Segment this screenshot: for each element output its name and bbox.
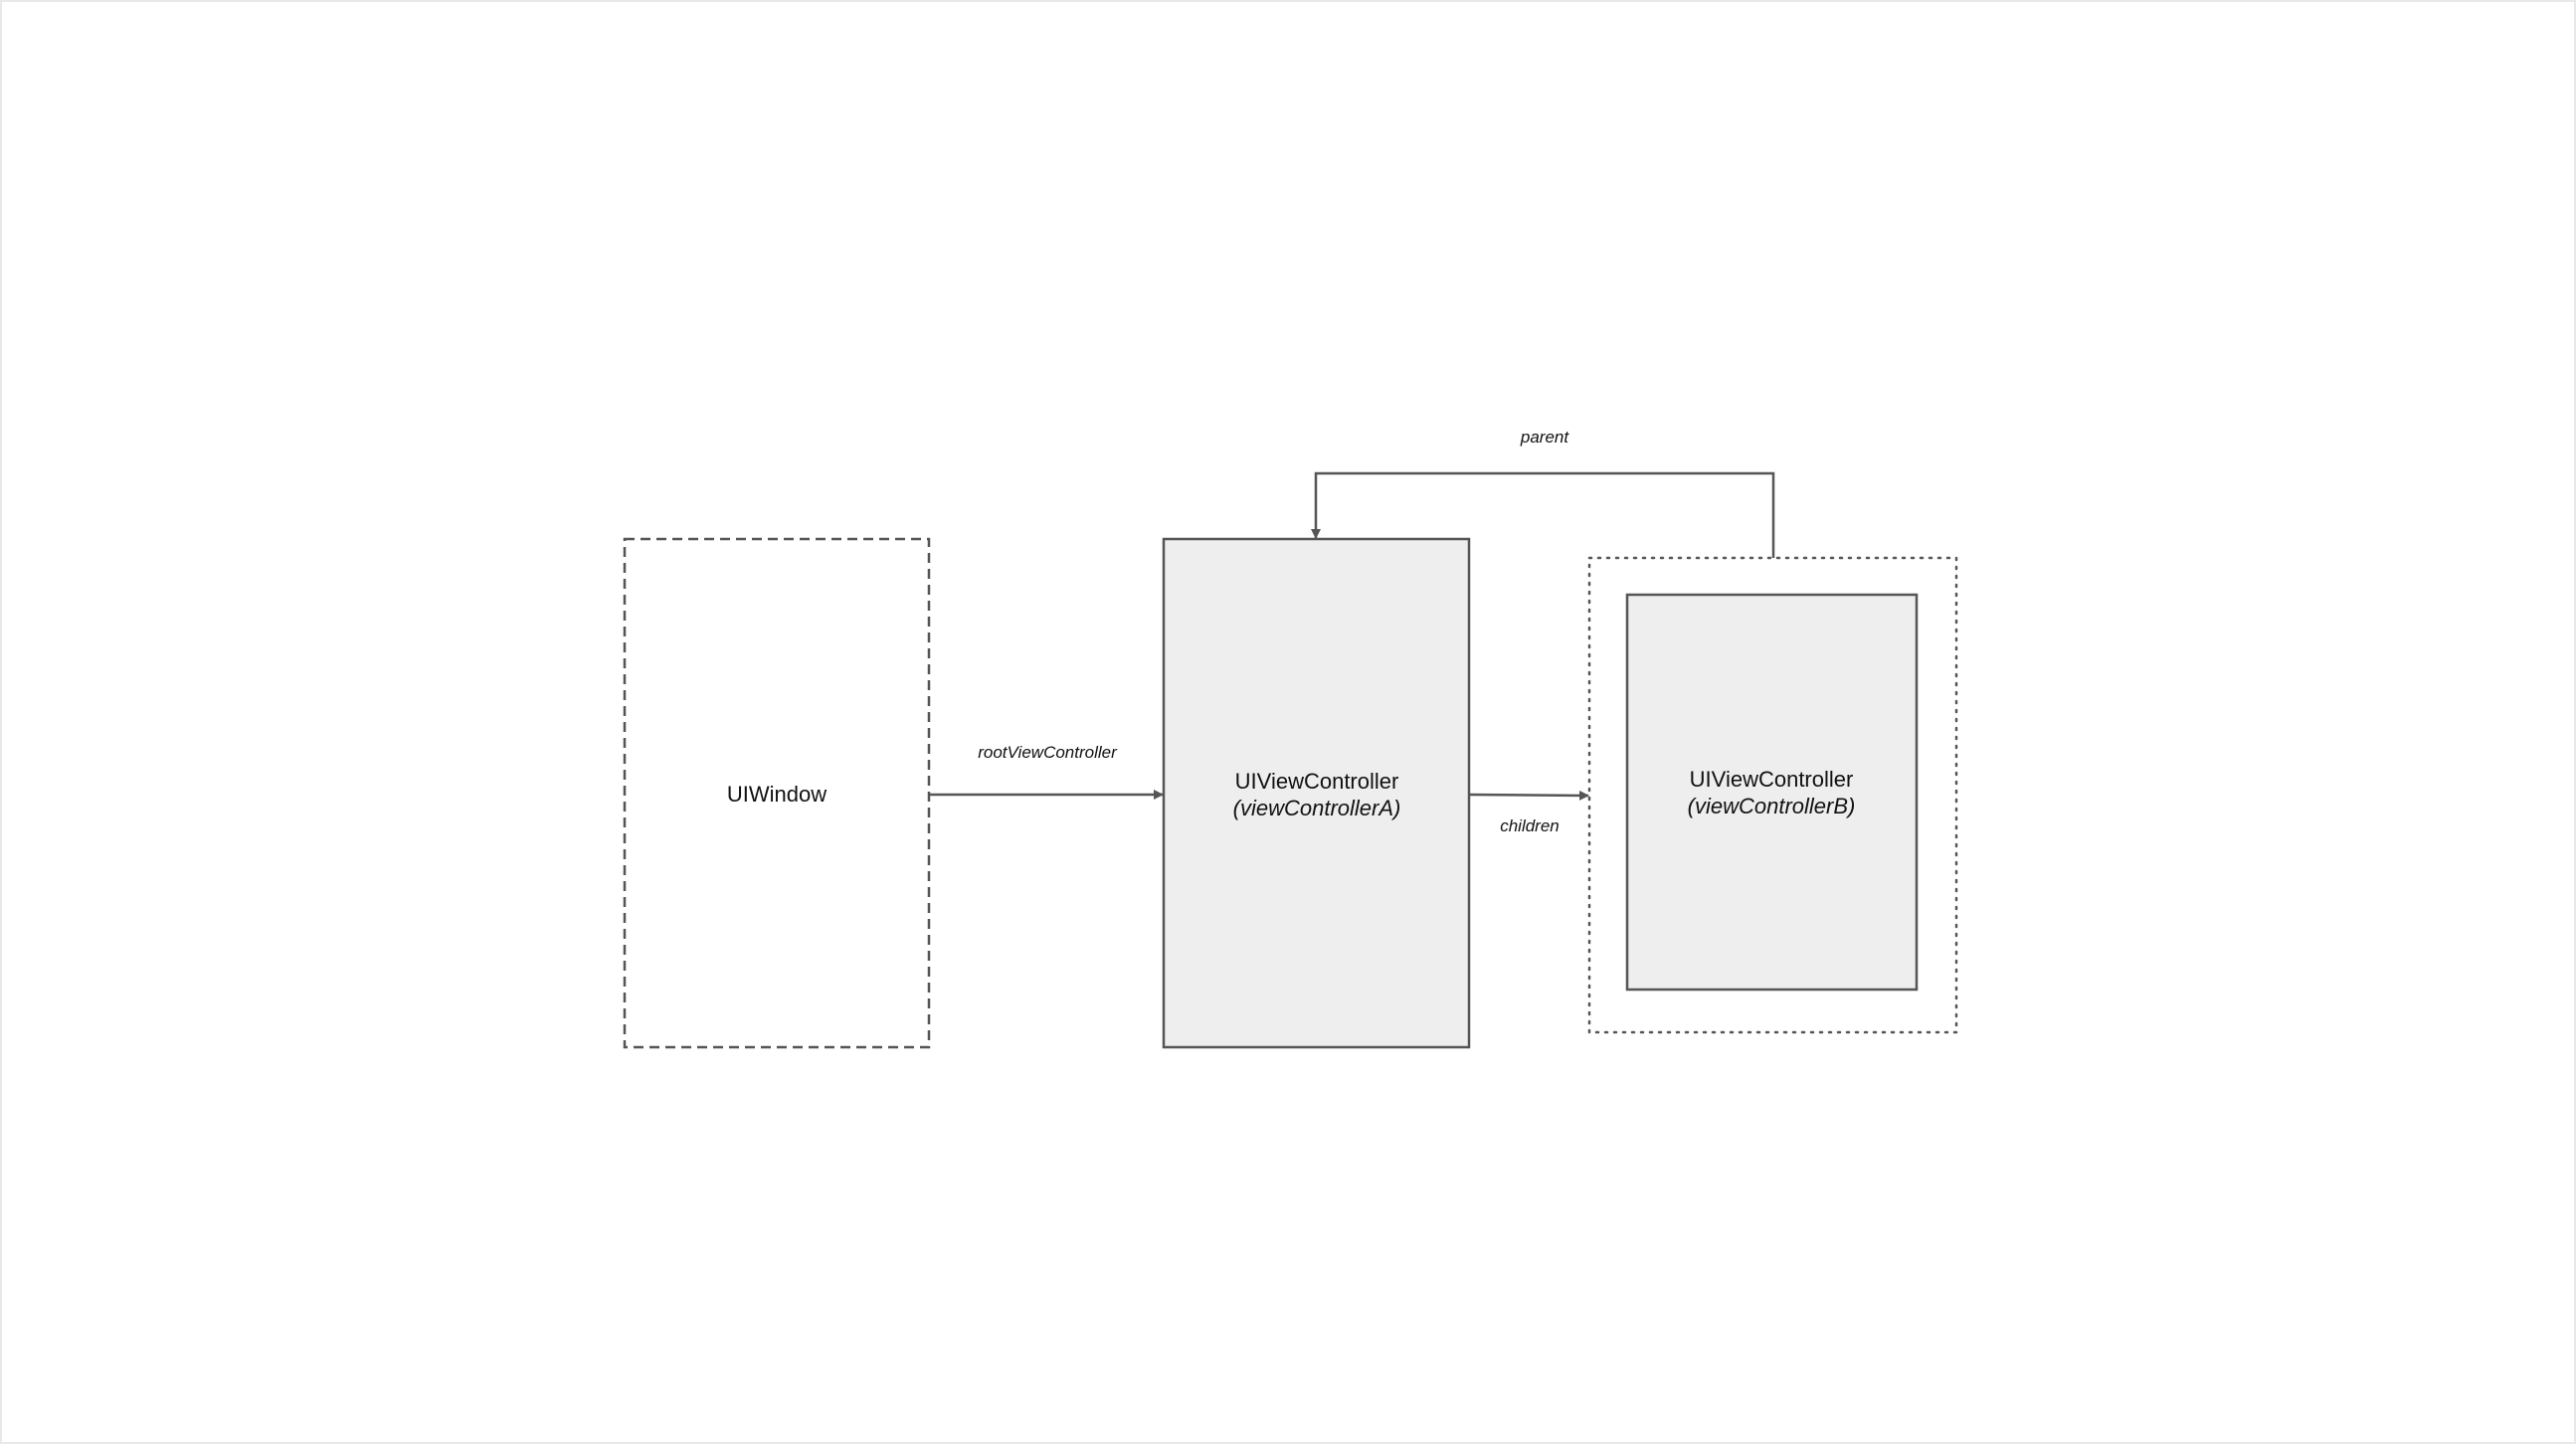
node-view-controller-a-sub: (viewControllerA) [1233,796,1401,820]
node-view-controller-b-box [1625,593,1919,992]
edge-parent[interactable]: parent [1311,428,1775,558]
node-view-controller-a[interactable]: UIViewController (viewControllerA) [1162,537,1471,1049]
node-view-controller-b-label: UIViewController [1690,767,1854,792]
edge-root-view-controller[interactable]: rootViewController [929,743,1164,800]
node-view-controller-b-sub: (viewControllerB) [1688,794,1856,818]
node-view-controller-b[interactable]: UIViewController (viewControllerB) [1625,593,1919,992]
node-uiwindow-label: UIWindow [727,782,827,807]
edge-parent-label: parent [1520,428,1569,447]
edge-root-view-controller-label: rootViewController [978,743,1118,762]
node-uiwindow-box [623,537,931,1049]
node-view-controller-a-label: UIViewController [1235,769,1399,794]
edge-children-line [1468,790,1589,801]
node-view-controller-a-box [1162,537,1471,1049]
edge-children[interactable]: children [1468,790,1589,835]
edge-parent-line [1311,471,1775,558]
node-uiwindow[interactable]: UIWindow [623,537,931,1049]
edge-children-label: children [1500,816,1560,835]
